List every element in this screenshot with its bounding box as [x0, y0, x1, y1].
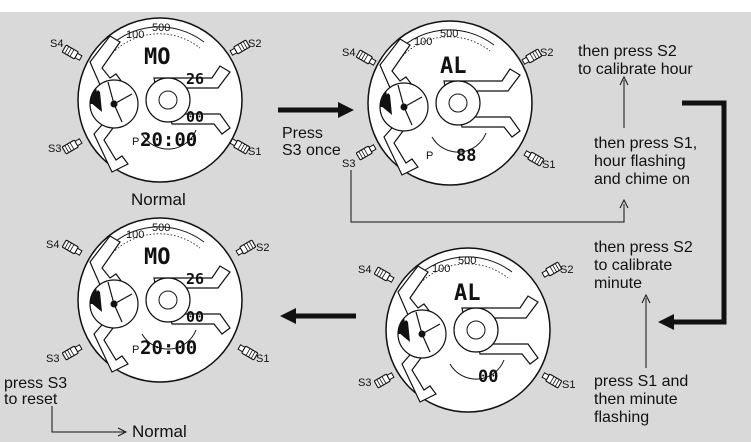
indicator-p: P: [132, 344, 139, 356]
label-s3: S3: [46, 353, 59, 365]
dial-mark-100: 100: [432, 263, 450, 275]
label-s3: S3: [342, 158, 355, 170]
hour-flash-line3: and chime on: [594, 171, 690, 188]
watch-time: 20:00: [140, 337, 197, 359]
button-s3-icon[interactable]: [61, 136, 84, 155]
label-s2: S2: [256, 242, 269, 254]
calibrate-min-line2: to calibrate: [594, 257, 672, 274]
watch-seconds: 00: [186, 308, 204, 326]
button-s1-icon[interactable]: [228, 136, 251, 155]
button-s1-icon[interactable]: [522, 148, 545, 167]
button-s4-icon[interactable]: [355, 49, 378, 68]
label-s4: S4: [342, 47, 355, 59]
dial-mark-100: 100: [414, 36, 432, 48]
button-s4-icon[interactable]: [61, 239, 84, 258]
label-s3: S3: [358, 377, 371, 389]
button-s4-icon[interactable]: [61, 44, 84, 63]
button-s4-icon[interactable]: [373, 266, 396, 285]
watch-top-text: MO: [144, 245, 171, 270]
arrow-right-icon: [278, 102, 354, 118]
watch-time: 20:00: [140, 129, 197, 151]
button-s2-icon[interactable]: [520, 48, 543, 67]
button-s3-icon[interactable]: [61, 342, 84, 361]
reset-line1: press S3: [4, 375, 67, 392]
hour-flash-line2: hour flashing: [594, 153, 686, 170]
label-s1: S1: [248, 146, 261, 158]
button-s2-icon[interactable]: [540, 261, 563, 280]
label-s4: S4: [358, 264, 371, 276]
watch-top-text: MO: [144, 45, 171, 70]
button-s2-icon[interactable]: [228, 39, 251, 58]
dial-mark-500: 500: [458, 255, 476, 267]
watch-normal-top: MO 26 00 20:00 P 100 500: [77, 17, 243, 183]
reset-line2: to reset: [4, 391, 58, 408]
min-flash-line1: press S1 and: [594, 373, 688, 390]
press-s3-once-line2: S3 once: [282, 142, 341, 159]
arrow-to-normal-icon: [51, 406, 128, 437]
watch-alarm-top: AL 88 P 100 500: [367, 20, 533, 186]
indicator-p: P: [132, 136, 139, 148]
caption-normal: Normal: [131, 190, 186, 209]
watch-seconds: 00: [186, 108, 204, 126]
calibrate-min-line1: then press S2: [594, 239, 693, 256]
label-s3: S3: [48, 143, 61, 155]
label-s1: S1: [256, 353, 269, 365]
label-s2: S2: [248, 38, 261, 50]
calibrate-hour-line1: then press S2: [578, 43, 677, 60]
watch-date: 26: [186, 70, 204, 88]
button-s2-icon[interactable]: [234, 239, 257, 258]
label-s2: S2: [560, 264, 573, 276]
button-s3-icon[interactable]: [373, 370, 396, 389]
dial-mark-500: 500: [152, 222, 170, 234]
dial-mark-500: 500: [440, 28, 458, 40]
indicator-p: P: [426, 150, 433, 162]
button-s1-icon[interactable]: [540, 370, 563, 389]
calibrate-min-line3: minute: [594, 275, 642, 292]
connector-s3-to-s1: [350, 170, 629, 223]
hour-flash-line1: then press S1,: [594, 135, 697, 152]
min-flash-line3: flashing: [594, 409, 649, 426]
label-s1: S1: [542, 159, 555, 171]
arrow-up-icon: [619, 75, 629, 128]
label-s1: S1: [562, 379, 575, 391]
label-s2: S2: [540, 47, 553, 59]
watch-top-text: AL: [440, 54, 467, 79]
watch-date: 26: [186, 270, 204, 288]
arrow-up-icon: [641, 293, 651, 368]
bracket-arrow-icon: [658, 100, 727, 330]
watch-alarm-bottom: AL 00 100 500: [385, 247, 551, 413]
caption-normal-end: Normal: [132, 422, 187, 441]
button-s1-icon[interactable]: [236, 342, 259, 361]
label-s4: S4: [50, 38, 63, 50]
min-flash-line2: then minute: [594, 391, 678, 408]
calibrate-hour-line2: to calibrate hour: [578, 61, 693, 78]
dial-mark-100: 100: [126, 29, 144, 41]
watch-bottom-digits: 00: [478, 367, 498, 387]
press-s3-once-line1: Press: [282, 125, 323, 142]
watch-top-text: AL: [454, 281, 481, 306]
dial-mark-500: 500: [152, 22, 170, 34]
button-s3-icon[interactable]: [355, 142, 378, 161]
watch-normal-bottom: MO 26 00 20:00 P 100 500: [77, 217, 243, 383]
watch-bottom-digits: 88: [456, 146, 476, 166]
dial-mark-100: 100: [126, 229, 144, 241]
label-s4: S4: [46, 239, 59, 251]
arrow-left-icon: [280, 308, 356, 324]
